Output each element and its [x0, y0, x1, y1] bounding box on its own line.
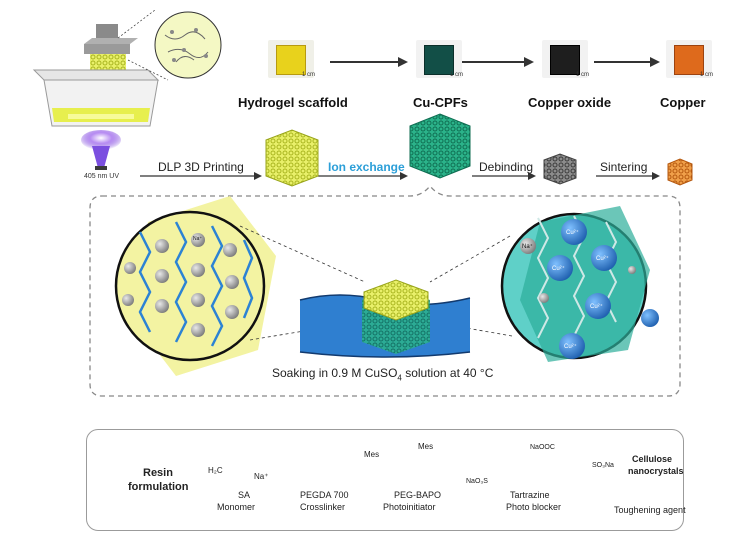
sa-counterion: Na⁺	[254, 472, 269, 481]
tartrazine-right-group: SO₃Na	[592, 462, 614, 469]
process-lattice-sintered	[667, 158, 693, 186]
scale-bar-copper-oxide: 1 cm	[576, 72, 590, 78]
cu-ion-label-4: Cu²⁺	[590, 304, 603, 310]
tartrazine-name: Tartrazine	[510, 490, 550, 500]
sa-formula: H₂C	[208, 466, 223, 475]
soaking-caption-prefix: Soaking in 0.9 M CuSO	[272, 366, 398, 380]
photo-hydrogel-scaffold	[268, 40, 314, 78]
scale-bar-copper: 1 cm	[700, 72, 714, 78]
soaking-caption-subscript: 4	[397, 373, 402, 383]
bapo-name: PEG-BAPO	[394, 490, 442, 500]
tartrazine-role: Photo blocker	[506, 502, 562, 512]
bapo-mes-left: Mes	[364, 450, 380, 459]
cu-ion-label-5: Cu²⁺	[564, 344, 577, 350]
cu-ion-label-1: Cu²⁺	[566, 230, 579, 236]
title-copper-oxide: Copper oxide	[528, 95, 612, 110]
title-cu-cpfs: Cu-CPFs	[413, 95, 468, 110]
na-ion-label-right: Na⁺	[522, 244, 533, 250]
right-cu-ions	[547, 219, 617, 359]
sa-name: SA	[238, 490, 251, 500]
scale-bar-cu-cpfs: 1 cm	[450, 72, 464, 78]
uv-label: 405 nm UV	[84, 173, 120, 180]
soaking-dish	[299, 279, 471, 358]
process-row-arrows	[140, 172, 660, 180]
step-debinding: Debinding	[479, 160, 534, 174]
left-zoom-circle	[114, 196, 276, 376]
pegda-role: Crosslinker	[300, 502, 346, 512]
cnc-line2: nanocrystals	[628, 466, 684, 476]
resin-heading-line1: Resin	[143, 467, 173, 479]
cnc-line1: Cellulose	[632, 454, 673, 464]
photo-cu-cpfs	[416, 40, 462, 78]
tartrazine-naooc: NaOOC	[530, 444, 555, 451]
detail-frame	[89, 184, 681, 397]
soaking-caption: Soaking in 0.9 M CuSO4 solution at 40 °C	[272, 366, 493, 382]
na-ion-label-left: Na⁺	[193, 236, 203, 242]
process-lattice-hydrogel	[265, 129, 319, 187]
top-row-arrows	[330, 57, 660, 67]
process-lattice-debinded	[543, 153, 577, 185]
photo-copper	[666, 40, 712, 78]
photo-copper-oxide	[542, 40, 588, 78]
step-ion-exchange: Ion exchange	[328, 160, 405, 174]
resin-formulation-panel	[86, 429, 684, 531]
step-sintering: Sintering	[600, 160, 648, 174]
dlp-printer-illustration	[32, 9, 222, 170]
sa-role: Monomer	[217, 502, 256, 512]
cu-ion-label-3: Cu²⁺	[552, 266, 565, 272]
resin-heading-line2: formulation	[128, 481, 189, 493]
title-hydrogel-scaffold: Hydrogel scaffold	[238, 95, 348, 110]
bapo-role: Photoinitiator	[383, 502, 436, 512]
pegda-name: PEGDA 700	[300, 490, 349, 500]
scale-bar-hydrogel: 1 cm	[302, 72, 316, 78]
title-copper: Copper	[660, 95, 706, 110]
process-lattice-cu-cpf	[409, 113, 471, 179]
left-na-ions	[122, 233, 239, 337]
cu-ion-label-2: Cu²⁺	[596, 256, 609, 262]
soaking-caption-suffix: solution at 40 °C	[401, 366, 494, 380]
bapo-mes-right: Mes	[418, 442, 434, 451]
cnc-role: Toughening agent	[614, 505, 686, 515]
step-dlp-printing: DLP 3D Printing	[158, 160, 244, 174]
tartrazine-left-group: NaO₃S	[466, 478, 488, 485]
